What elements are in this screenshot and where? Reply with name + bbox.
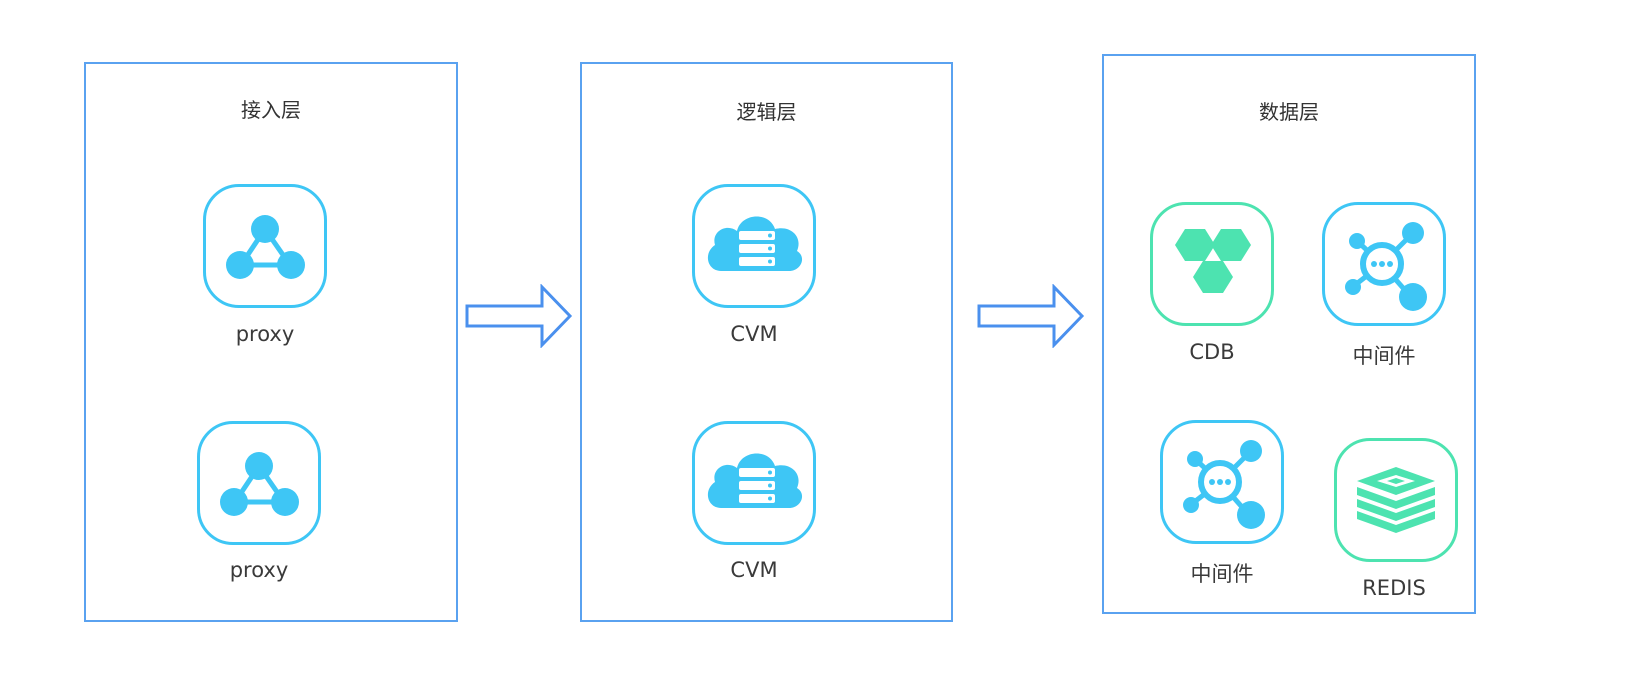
proxy-label-1: proxy bbox=[235, 322, 295, 346]
message-hub-icon bbox=[1345, 222, 1427, 311]
middleware-label-1: 中间件 bbox=[1352, 344, 1416, 368]
proxy-node-1 bbox=[203, 184, 327, 308]
flow-arrow-icon bbox=[465, 284, 573, 348]
proxy-label-2: proxy bbox=[229, 558, 289, 582]
cdb-node bbox=[1150, 202, 1274, 326]
flow-arrow-icon bbox=[977, 284, 1085, 348]
share-network-icon bbox=[220, 452, 299, 516]
middleware-label-2: 中间件 bbox=[1190, 562, 1254, 586]
cvm-label-1: CVM bbox=[730, 322, 778, 346]
message-hub-icon bbox=[1183, 440, 1265, 529]
cvm-label-2: CVM bbox=[730, 558, 778, 582]
cvm-node-2 bbox=[692, 421, 816, 545]
redis-label: REDIS bbox=[1362, 576, 1426, 600]
data-layer: 数据层 CDB bbox=[1102, 54, 1476, 614]
cloud-server-icon bbox=[707, 453, 803, 508]
proxy-node-2 bbox=[197, 421, 321, 545]
layer-title: 逻辑层 bbox=[736, 100, 797, 124]
middleware-node-2 bbox=[1160, 420, 1284, 544]
layer-title: 数据层 bbox=[1259, 100, 1319, 124]
middleware-node-1 bbox=[1322, 202, 1446, 326]
share-network-icon bbox=[226, 215, 305, 279]
cvm-node-1 bbox=[692, 184, 816, 308]
redis-node bbox=[1334, 438, 1458, 562]
access-layer: 接入层 proxy proxy bbox=[84, 62, 458, 622]
layer-title: 接入层 bbox=[241, 98, 301, 122]
hexagon-cluster-icon bbox=[1175, 229, 1251, 293]
logic-layer: 逻辑层 CVM CVM bbox=[580, 62, 953, 622]
redis-stack-icon bbox=[1357, 467, 1435, 533]
cloud-server-icon bbox=[707, 216, 803, 271]
cdb-label: CDB bbox=[1189, 340, 1235, 364]
